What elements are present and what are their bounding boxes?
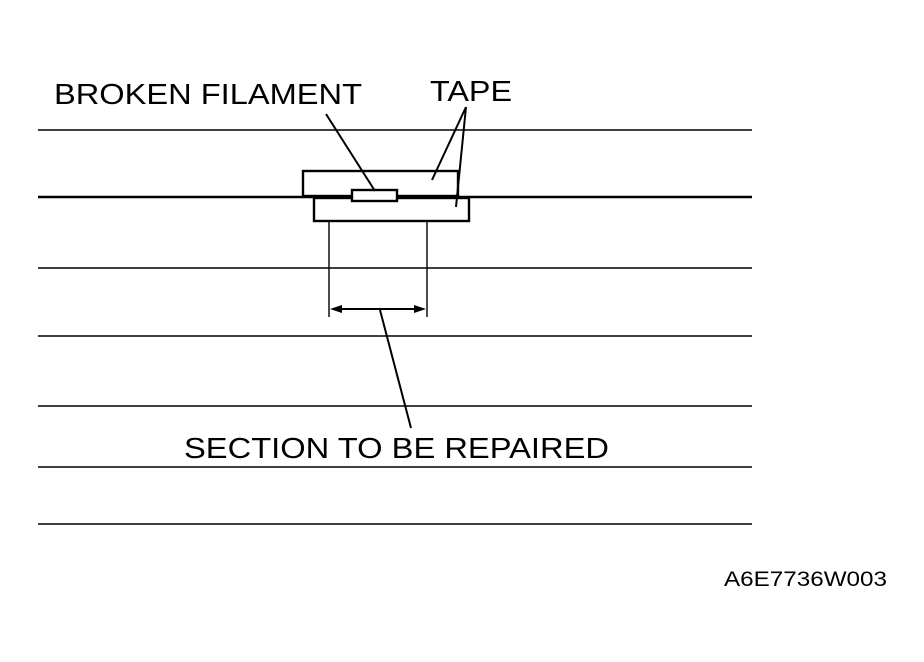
label-section-to-be-repaired: SECTION TO BE REPAIRED — [184, 433, 609, 465]
leader-broken-filament — [325, 113, 376, 192]
dimension-arrow-left — [330, 305, 342, 313]
label-tape: TAPE — [430, 76, 512, 108]
leader-tape-lower — [455, 106, 467, 208]
leader-section — [379, 309, 412, 429]
figure-code: A6E7736W003 — [724, 568, 887, 591]
label-broken-filament: BROKEN FILAMENT — [54, 79, 362, 111]
broken-filament-mark — [350, 188, 399, 203]
leader-tape-upper — [431, 106, 467, 181]
dimension-arrow-right — [414, 305, 426, 313]
